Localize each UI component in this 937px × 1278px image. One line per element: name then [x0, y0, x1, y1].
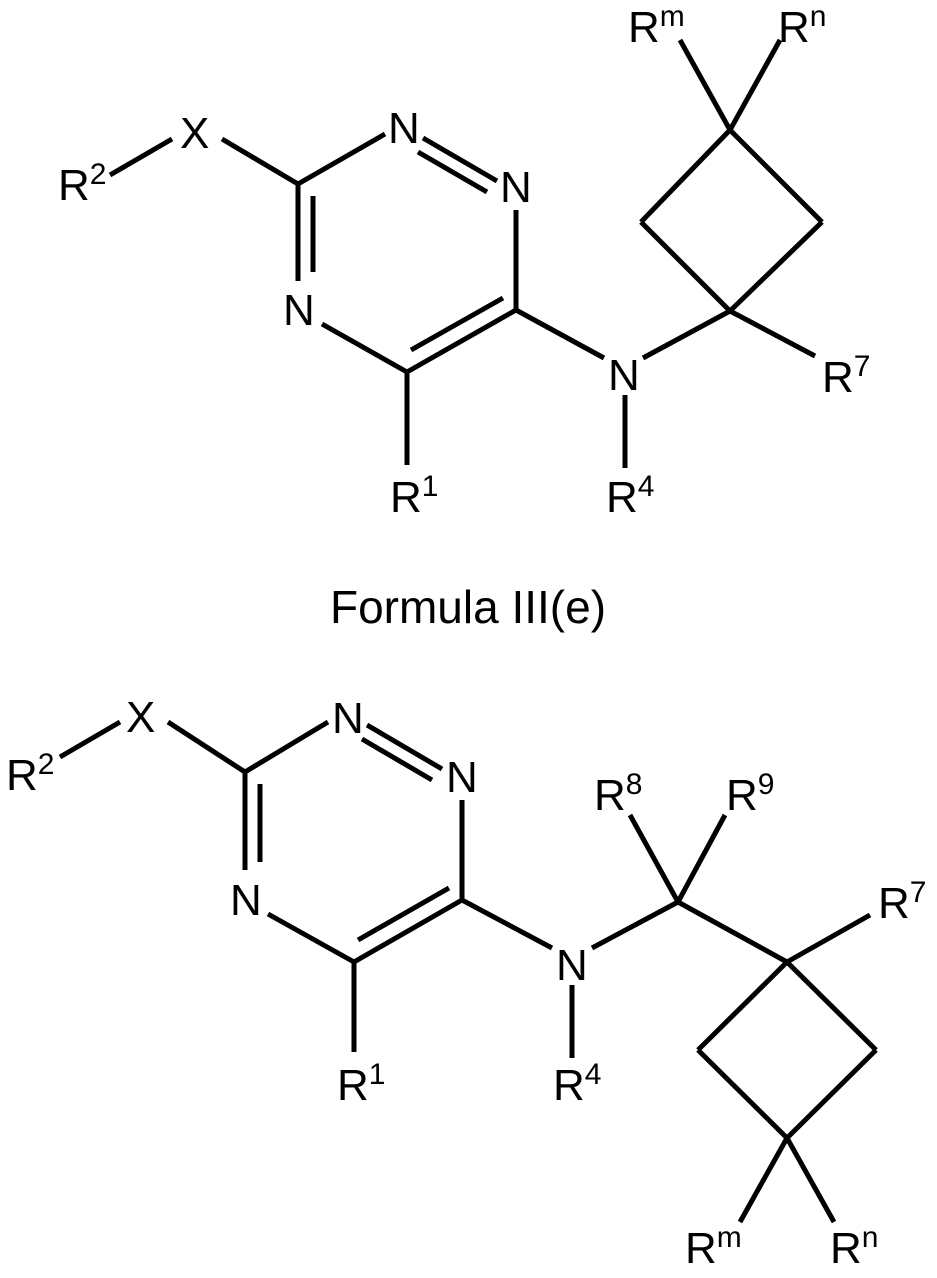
atom-label-rn: Rn [830, 1221, 878, 1273]
bond-cb4-cb1 [641, 222, 730, 311]
atom-label-r7: R7 [822, 350, 870, 402]
atom-label-r7: R7 [878, 876, 926, 928]
atom-label-r4: R4 [606, 470, 654, 522]
atom-label-n-ring-right: N [500, 163, 532, 212]
formula-caption: Formula III(e) [330, 581, 606, 633]
atom-label-r8: R8 [594, 768, 642, 820]
bond-r2-x [60, 722, 120, 757]
bond-c6-namine [462, 900, 552, 948]
structure-top-labels: Rm Rn X R2 N N N N R7 R1 R4 [58, 0, 870, 522]
bond-cb3-cb4 [641, 130, 730, 222]
bond-cb3-cb4 [698, 1050, 787, 1138]
bond-c5-n4 [268, 914, 354, 962]
structure-bottom-labels: X R2 N N N N R8 R9 R7 R1 R4 Rm Rn [6, 693, 926, 1273]
bond-cb3-rn [730, 40, 780, 130]
bond-cq-cb1 [678, 902, 787, 962]
atom-label-r1: R1 [337, 1058, 385, 1110]
atom-label-r9: R9 [726, 768, 774, 820]
bond-cb3-rm [740, 1138, 787, 1222]
atom-label-r1: R1 [390, 470, 438, 522]
atom-label-rm: Rm [685, 1221, 742, 1273]
bond-c5-n4 [322, 324, 407, 372]
bond-cb4-cb1 [698, 962, 787, 1050]
atom-label-x: X [126, 693, 155, 742]
atom-label-r2: R2 [6, 748, 54, 800]
bond-cb1-cb2 [730, 222, 822, 311]
bond-cq-r8 [630, 815, 678, 902]
bond-cb1-cb2 [787, 962, 876, 1050]
atom-label-rn: Rn [778, 0, 826, 52]
bond-cb1-r7 [730, 311, 815, 356]
atom-label-n-amine: N [556, 941, 588, 990]
bond-c3-n2 [245, 722, 328, 772]
bond-r2-x [110, 139, 172, 175]
atom-label-n-amine: N [608, 351, 640, 400]
bond-c3-n2 [298, 134, 385, 184]
atom-label-x: X [180, 109, 209, 158]
atom-label-n-ring-top: N [332, 694, 364, 743]
bond-cb3-rn [787, 1138, 834, 1222]
bond-cq-r9 [678, 815, 725, 902]
atom-label-r4: R4 [553, 1058, 601, 1110]
atom-label-n-ring-left: N [283, 286, 315, 335]
bond-namine-cb1 [643, 311, 730, 358]
bond-cb2-cb3 [730, 130, 822, 222]
bond-cb3-rm [680, 40, 730, 130]
structure-top: Rm Rn X R2 N N N N R7 R1 R4 [58, 0, 870, 522]
structure-bottom: X R2 N N N N R8 R9 R7 R1 R4 Rm Rn [6, 693, 926, 1273]
atom-label-r2: R2 [58, 158, 106, 210]
bond-cb1-r7 [787, 915, 870, 962]
bond-cb2-cb3 [787, 1050, 876, 1138]
bond-namine-cq [592, 902, 678, 948]
structure-top-bonds [110, 40, 822, 468]
bond-x-c3 [168, 722, 245, 772]
atom-label-n-ring-top: N [388, 104, 420, 153]
bond-c6-namine [516, 310, 604, 358]
atom-label-n-ring-right: N [446, 753, 478, 802]
atom-label-n-ring-left: N [230, 876, 262, 925]
bond-x-c3 [222, 139, 298, 184]
atom-label-rm: Rm [628, 0, 685, 52]
